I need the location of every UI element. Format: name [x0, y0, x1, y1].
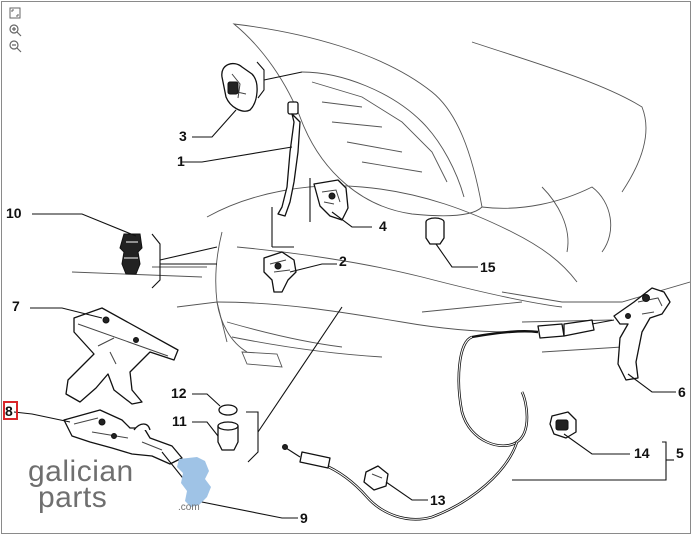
callout-10[interactable]: 10 [6, 205, 22, 221]
part-7-support-bracket [65, 307, 179, 405]
zoom-in-icon[interactable] [8, 23, 22, 37]
watermark-line2: parts [38, 481, 108, 514]
part-1-hood-prop-rod [271, 101, 301, 248]
part-6-release-lever [613, 287, 671, 381]
part-12-cap [218, 404, 238, 416]
part-11-bumper [217, 421, 239, 451]
part-3-hood-stop [221, 61, 303, 112]
release-cable [282, 319, 615, 521]
part-13-grommet [363, 465, 389, 491]
callout-3[interactable]: 3 [179, 128, 187, 144]
callout-5[interactable]: 5 [676, 445, 684, 461]
callout-15[interactable]: 15 [480, 259, 496, 275]
watermark-domain: .com [178, 502, 200, 513]
callout-2[interactable]: 2 [339, 253, 347, 269]
watermark-logo: galician parts .com [28, 455, 218, 517]
map-shape-icon [177, 457, 211, 507]
callout-14[interactable]: 14 [634, 445, 650, 461]
part-15-plug [425, 217, 445, 245]
highlighted-callout-box [3, 401, 18, 420]
callout-9[interactable]: 9 [300, 510, 308, 526]
leader-lines [13, 109, 676, 519]
callout-1[interactable]: 1 [177, 153, 185, 169]
part-14-cable-clip [549, 411, 577, 439]
callout-4[interactable]: 4 [379, 218, 387, 234]
reset-view-icon[interactable] [8, 6, 22, 20]
part-2-hood-lock [263, 251, 297, 293]
callout-8[interactable]: 8 [5, 403, 13, 419]
zoom-out-icon[interactable] [8, 39, 22, 53]
car-body-outline [71, 23, 690, 368]
callout-12[interactable]: 12 [171, 385, 187, 401]
callout-7[interactable]: 7 [12, 298, 20, 314]
callout-6[interactable]: 6 [678, 384, 686, 400]
part-8-mounting-plate [63, 409, 183, 465]
callout-13[interactable]: 13 [430, 492, 446, 508]
part-10-rubber-buffer [119, 233, 218, 289]
callout-11[interactable]: 11 [172, 413, 187, 429]
callout-labels: 3 1 4 2 10 15 7 6 8 12 11 14 5 13 9 [5, 128, 686, 526]
watermark-line1: galician [28, 455, 134, 488]
part-4-latch-bracket [309, 178, 349, 222]
